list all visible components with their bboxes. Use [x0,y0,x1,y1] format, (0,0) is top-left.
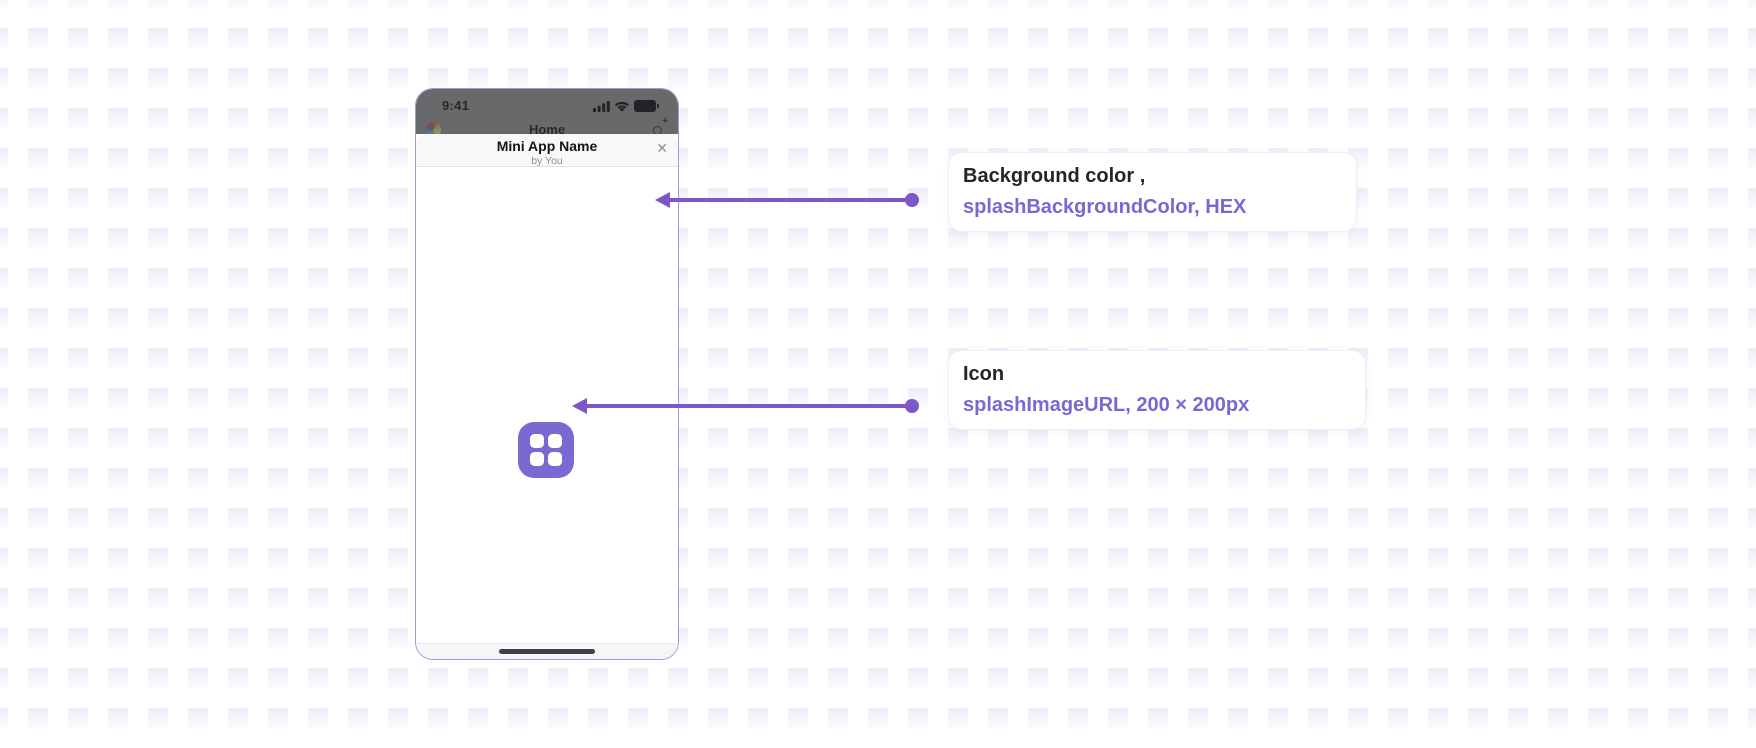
connector-line [668,198,912,202]
grid-tile [548,434,562,448]
callout-param: splashImageURL, 200 × 200px [963,394,1250,416]
wifi-icon [614,101,630,112]
battery-icon [634,100,659,112]
arrowhead-icon [572,398,587,414]
connector-dot [905,193,919,207]
connector-line [585,404,912,408]
mini-app-sheet: Mini App Name by You ✕ [416,134,678,659]
callout-label: Icon [963,363,1005,385]
status-icons [593,100,659,112]
status-time: 9:41 [442,98,470,113]
grid-tile [548,452,562,466]
mini-app-title: Mini App Name [496,138,598,154]
callout-icon: Icon splashImageURL, 200 × 200px [948,350,1366,430]
connector-dot [905,399,919,413]
callout-param: splashBackgroundColor, HEX [963,196,1247,218]
close-icon[interactable]: ✕ [656,140,668,156]
phone-footer [416,643,678,659]
add-icon: + [653,117,668,134]
splash-app-icon [518,422,574,478]
mini-app-byline: by You [531,155,563,167]
home-indicator [499,649,595,654]
grid-tile [530,434,544,448]
cellular-signal-icon [593,100,610,112]
callout-background-color: Background color , splashBackgroundColor… [948,152,1357,232]
app-logo-icon [425,122,441,134]
arrowhead-icon [655,192,670,208]
background-app-title: Home [528,122,566,134]
phone-mockup: 9:41 Home [415,88,679,660]
dimmed-status-area: 9:41 Home [416,89,678,134]
callout-label: Background color , [963,165,1146,187]
grid-tile [530,452,544,466]
mini-app-sheet-header: Mini App Name by You ✕ [416,134,678,167]
